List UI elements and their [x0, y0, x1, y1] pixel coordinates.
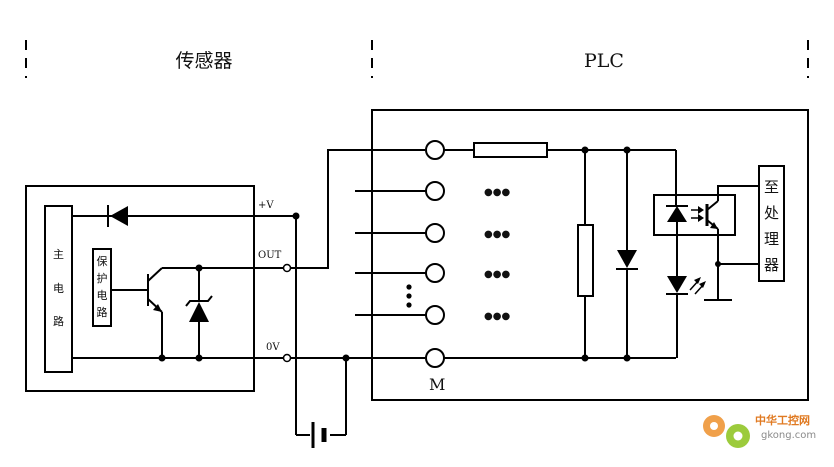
v-plus-label: +V [258, 200, 274, 211]
to-cpu-char: 至 [764, 178, 779, 196]
external-wiring [290, 149, 425, 436]
zero-v-terminal [282, 353, 292, 363]
main-circuit-char: 路 [53, 315, 64, 328]
input-terminal-4: ●●● [355, 263, 510, 283]
gear-icon [703, 415, 750, 448]
zener-diode-icon [185, 268, 213, 358]
shunt-diode-icon [616, 150, 638, 358]
junction-dots [158, 212, 350, 362]
protection-circuit-label: 保 护 电 路 [97, 254, 108, 319]
battery-icon [311, 422, 327, 448]
input-terminal-2: ●●● [355, 181, 510, 201]
to-cpu-char: 器 [764, 256, 779, 274]
main-circuit-label: 主 电 路 [53, 248, 64, 328]
input-resistor [444, 142, 676, 158]
protection-circuit-block [92, 248, 112, 327]
main-circuit-char: 主 [53, 248, 64, 261]
out-label: OUT [258, 250, 282, 261]
diode-icon [110, 206, 128, 226]
plc-section-title: PLC [584, 50, 624, 72]
optocoupler [653, 150, 759, 301]
v-plus-line [72, 205, 296, 227]
to-cpu-char: 理 [764, 230, 779, 248]
plc-box [371, 109, 809, 401]
sensor-box [25, 185, 255, 392]
watermark-url: gkong.com [761, 430, 816, 441]
ellipsis-dots: ●●● [484, 311, 510, 322]
out-terminal [282, 263, 292, 273]
plc-junction-dots [581, 146, 721, 362]
protection-char: 电 [97, 289, 108, 302]
ellipsis-dots: ●●● [484, 229, 510, 240]
main-circuit-char: 电 [53, 282, 64, 295]
ellipsis-dots: ●●● [484, 187, 510, 198]
zero-v-label: 0V [266, 342, 280, 353]
output-transistor [111, 267, 285, 358]
protection-char: 保 [97, 254, 108, 268]
protection-char: 路 [97, 306, 108, 319]
input-terminal-5: ●●● [355, 305, 510, 325]
ellipsis-dots: ●●● [484, 269, 510, 280]
input-terminal-3: ●●● [355, 223, 510, 243]
to-cpu-char: 处 [764, 204, 779, 222]
watermark-logo: 中华工控网 gkong.com [703, 413, 816, 448]
to-cpu-label: 至 处 理 器 [764, 178, 779, 274]
input-terminal-1 [425, 140, 445, 160]
common-terminal-m: M [425, 348, 445, 394]
shunt-resistor [577, 150, 594, 358]
sensor-section-title: 传感器 [175, 50, 232, 72]
common-terminal-label: M [429, 375, 445, 394]
vertical-ellipsis [406, 284, 412, 308]
protection-char: 护 [97, 271, 108, 285]
led-indicator-icon [666, 235, 706, 358]
section-dividers [25, 40, 809, 78]
watermark-title: 中华工控网 [755, 413, 810, 427]
main-circuit-block [44, 205, 73, 373]
to-cpu-block [758, 165, 785, 282]
